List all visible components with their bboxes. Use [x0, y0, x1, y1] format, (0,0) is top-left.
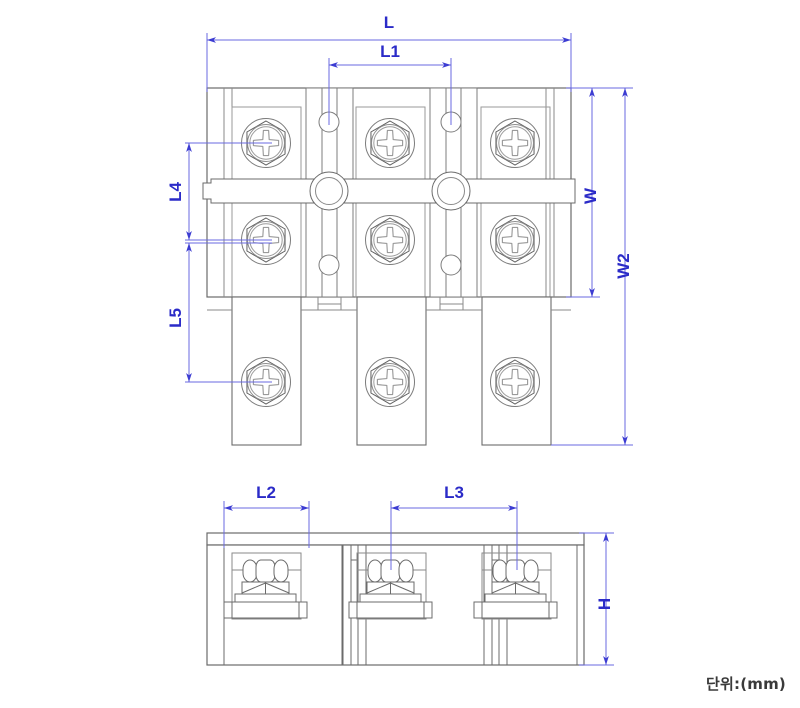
top-view-dimension-labels: L L1 L4 L5 W W2: [166, 13, 633, 328]
mounting-bosses: [309, 171, 471, 211]
screw-row1-col2: [364, 117, 416, 169]
dimension-L4: [185, 142, 272, 241]
screw-row3-col3: [489, 356, 541, 408]
top-view-dimensions: [185, 33, 633, 446]
dimension-L5: [185, 242, 272, 383]
dimension-label-L5: L5: [166, 308, 185, 328]
screw-row3-col2: [364, 356, 416, 408]
channel-hole-bottom-right: [440, 254, 462, 276]
dimension-label-L2: L2: [256, 483, 276, 502]
dimension-label-L: L: [384, 13, 394, 32]
screw-row2-col2: [364, 214, 416, 266]
dimension-label-W: W: [581, 187, 600, 204]
dimension-L1: [328, 58, 452, 125]
dimension-H: [579, 532, 614, 666]
dimension-label-L1: L1: [380, 42, 400, 61]
front-elevation-view: [206, 532, 585, 666]
dimension-label-L3: L3: [444, 483, 464, 502]
channel-hole-bottom-left: [318, 254, 340, 276]
screw-row1-col3: [489, 117, 541, 169]
unit-note: 단위:(mm): [706, 675, 786, 693]
channel-holes: [318, 111, 462, 276]
dimension-L: [206, 33, 572, 92]
front-view-top-cap: [206, 532, 585, 546]
top-view: [202, 87, 576, 446]
dimension-label-H: H: [595, 598, 614, 610]
dimension-L3: [390, 501, 518, 570]
front-view-dimensions: [223, 501, 614, 666]
dimension-label-W2: W2: [614, 253, 633, 279]
dimension-W2: [551, 87, 633, 446]
mounting-rail: [202, 178, 576, 204]
front-view-dimension-labels: L2 L3 H: [256, 483, 614, 610]
dimension-label-L4: L4: [166, 182, 185, 202]
dimension-L2: [223, 501, 310, 548]
screw-row2-col3: [489, 214, 541, 266]
